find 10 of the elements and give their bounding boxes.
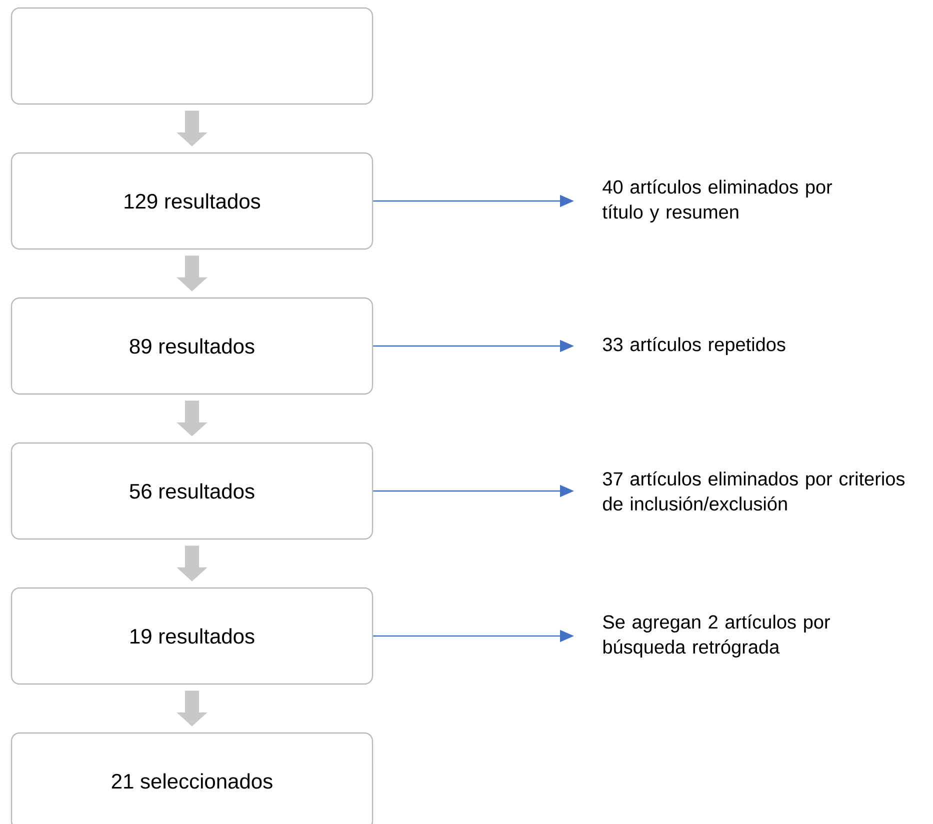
process-box: 89 resultados [10, 297, 374, 395]
process-box: 56 resultados [10, 442, 374, 540]
note-text: 37 artículos eliminados por criterios de inclusión/exclusión [602, 471, 905, 511]
note-text: 33 artículos repetidos [602, 337, 786, 355]
process-box: 129 resultados [10, 152, 374, 250]
process-box: 21 seleccionados [10, 732, 374, 824]
process-box [10, 7, 374, 105]
process-box: 19 resultados [10, 587, 374, 685]
note-text: 40 artículos eliminados por título y resumen [602, 180, 832, 222]
note-text: Se agregan 2 artículos por búsqueda retrógrada [603, 614, 830, 658]
